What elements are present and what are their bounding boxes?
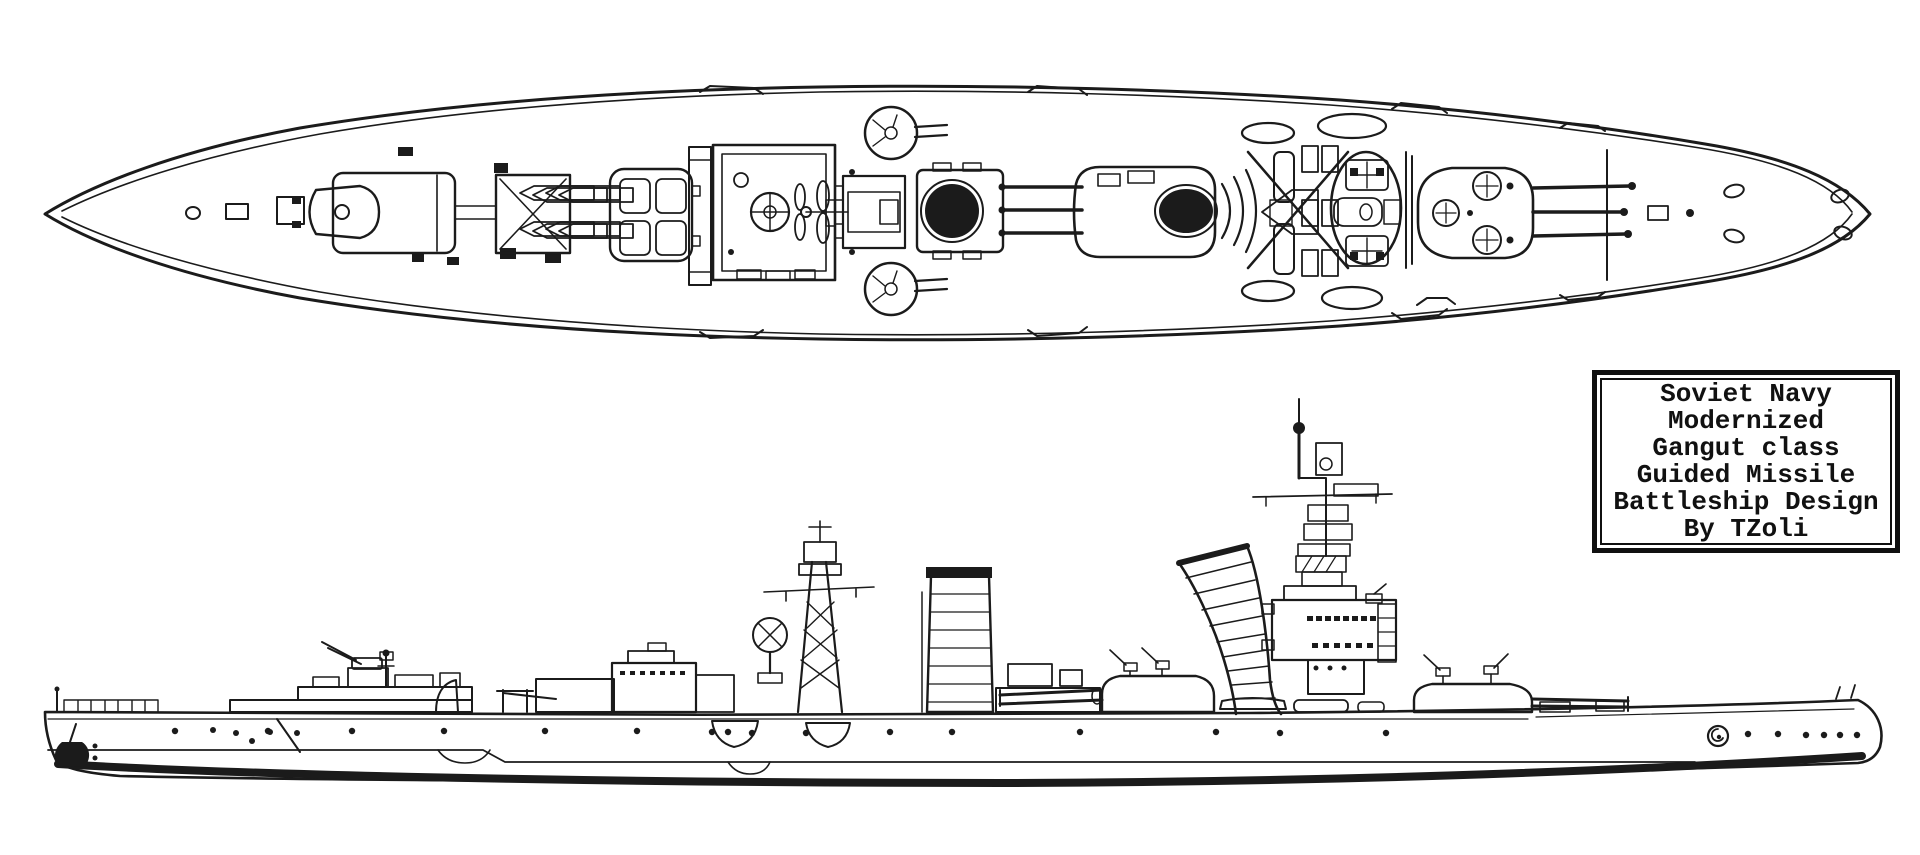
side-portholes — [92, 727, 1861, 761]
annotation-line-5: Battleship Design — [1613, 486, 1879, 517]
plan-turret-2-and-funnel-2 — [998, 165, 1258, 259]
plan-funnel-1 — [915, 162, 1005, 260]
plan-aa-mounts-forward — [863, 105, 949, 317]
plan-conning-tower-oval — [1329, 150, 1413, 269]
side-hull-outline — [43, 698, 1883, 783]
plan-view-drawing — [43, 84, 1872, 342]
plan-hull-outline — [43, 84, 1872, 342]
side-funnel-1 — [921, 567, 995, 714]
side-conning-tower — [1261, 555, 1398, 713]
plan-stern-details — [1606, 149, 1853, 281]
side-turret-2 — [998, 647, 1216, 714]
side-quarterdeck — [1539, 684, 1856, 748]
side-mainmast — [1252, 398, 1393, 557]
plan-stern-turret — [1416, 166, 1636, 260]
side-aft-turret — [1412, 653, 1630, 714]
anchor — [54, 723, 90, 767]
side-forward-superstructure — [229, 641, 557, 713]
annotation-line-4: Guided Missile — [1636, 459, 1856, 490]
title-annotation-box: Soviet Navy Modernized Gangut class Guid… — [1592, 370, 1900, 553]
plan-central-deckhouse — [688, 143, 849, 286]
plan-foredeck-fittings — [185, 196, 305, 225]
side-bridge-and-foremast — [535, 520, 875, 748]
annotation-line-1: Soviet Navy — [1660, 378, 1832, 409]
plan-mainmast-structure — [1246, 145, 1350, 277]
side-view-drawing — [43, 398, 1883, 787]
annotation-line-3: Gangut class — [1652, 432, 1840, 463]
plan-boats — [1240, 112, 1388, 311]
annotation-line-6: By TZoli — [1683, 513, 1809, 544]
plan-missile-launchers — [494, 167, 701, 263]
annotation-line-2: Modernized — [1667, 405, 1825, 436]
title-annotation-inner-border: Soviet Navy Modernized Gangut class Guid… — [1600, 378, 1892, 545]
side-curved-funnel — [1176, 543, 1287, 716]
plan-bridge — [834, 169, 907, 255]
plan-forward-turret — [292, 171, 497, 255]
side-waterline-band — [54, 752, 1866, 787]
side-bow-fittings — [54, 686, 159, 713]
